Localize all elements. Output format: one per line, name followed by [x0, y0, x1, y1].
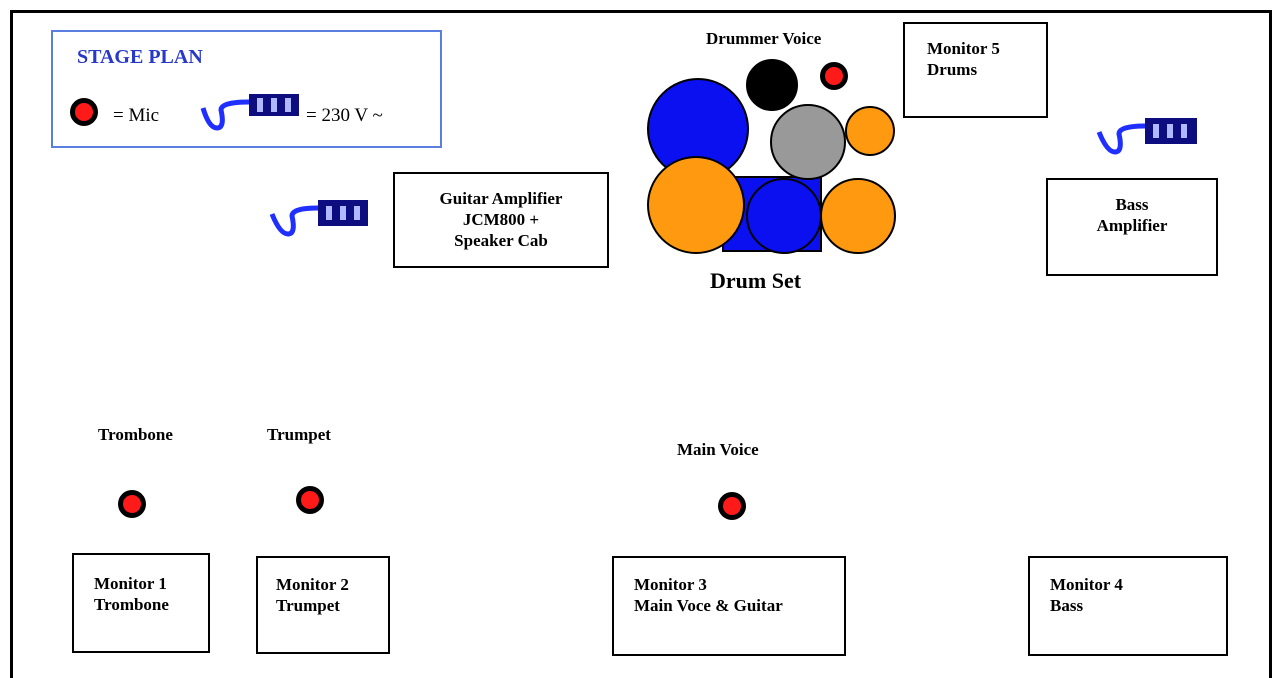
- trombone-mic-icon: [118, 490, 146, 518]
- monitor-3-line-1: Monitor 3: [634, 575, 707, 594]
- kick-drum: [746, 178, 822, 254]
- snare-drum: [770, 104, 846, 180]
- monitor-5-box: Monitor 5 Drums: [903, 22, 1048, 118]
- stage-area: [10, 10, 1272, 678]
- monitor-3-line-2: Main Voce & Guitar: [634, 596, 783, 615]
- monitor-5-line-1: Monitor 5: [927, 39, 1000, 58]
- monitor-2-line-1: Monitor 2: [276, 575, 349, 594]
- power-strip-icon: [269, 200, 368, 237]
- legend-box: STAGE PLAN = Mic = 230 V ~: [51, 30, 442, 148]
- legend-power-text: = 230 V ~: [306, 105, 383, 126]
- monitor-2-line-2: Trumpet: [276, 596, 340, 615]
- trumpet-label: Trumpet: [267, 425, 331, 444]
- power-strip-icon: [200, 94, 299, 131]
- guitar-amp-line-1: Guitar Amplifier: [439, 189, 563, 208]
- monitor-4-line-1: Monitor 4: [1050, 575, 1123, 594]
- monitor-1-line-1: Monitor 1: [94, 574, 167, 593]
- bass-amp-line-2: Amplifier: [1096, 216, 1168, 235]
- power-strip-icon: [1096, 118, 1197, 155]
- bass-amplifier-box: Bass Amplifier: [1046, 178, 1218, 276]
- main-voice-label: Main Voice: [677, 440, 759, 459]
- monitor-4-line-2: Bass: [1050, 596, 1084, 615]
- mic-icon: [70, 98, 98, 126]
- drummer-voice-label: Drummer Voice: [706, 29, 822, 48]
- monitor-4-box: Monitor 4 Bass: [1028, 556, 1228, 656]
- large-cymbal: [647, 156, 745, 254]
- hihat-drum: [746, 59, 798, 111]
- monitor-2-box: Monitor 2 Trumpet: [256, 556, 390, 654]
- main-voice-mic-icon: [718, 492, 746, 520]
- trombone-label: Trombone: [98, 425, 173, 444]
- monitor-3-box: Monitor 3 Main Voce & Guitar: [612, 556, 846, 656]
- bass-amp-line-1: Bass: [1115, 195, 1149, 214]
- drum-set-label: Drum Set: [710, 268, 802, 293]
- legend-title: STAGE PLAN: [77, 46, 203, 68]
- guitar-amp-line-2: JCM800 +: [462, 210, 540, 229]
- ride-cymbal: [820, 178, 896, 254]
- monitor-5-line-2: Drums: [927, 60, 978, 79]
- monitor-1-line-2: Trombone: [94, 595, 169, 614]
- guitar-amp-line-3: Speaker Cab: [454, 231, 548, 250]
- legend-mic-text: = Mic: [113, 105, 160, 126]
- guitar-amplifier-box: Guitar Amplifier JCM800 + Speaker Cab: [393, 172, 609, 268]
- monitor-1-box: Monitor 1 Trombone: [72, 553, 210, 653]
- small-cymbal: [845, 106, 895, 156]
- trumpet-mic-icon: [296, 486, 324, 514]
- drummer-voice-mic-icon: [820, 62, 848, 90]
